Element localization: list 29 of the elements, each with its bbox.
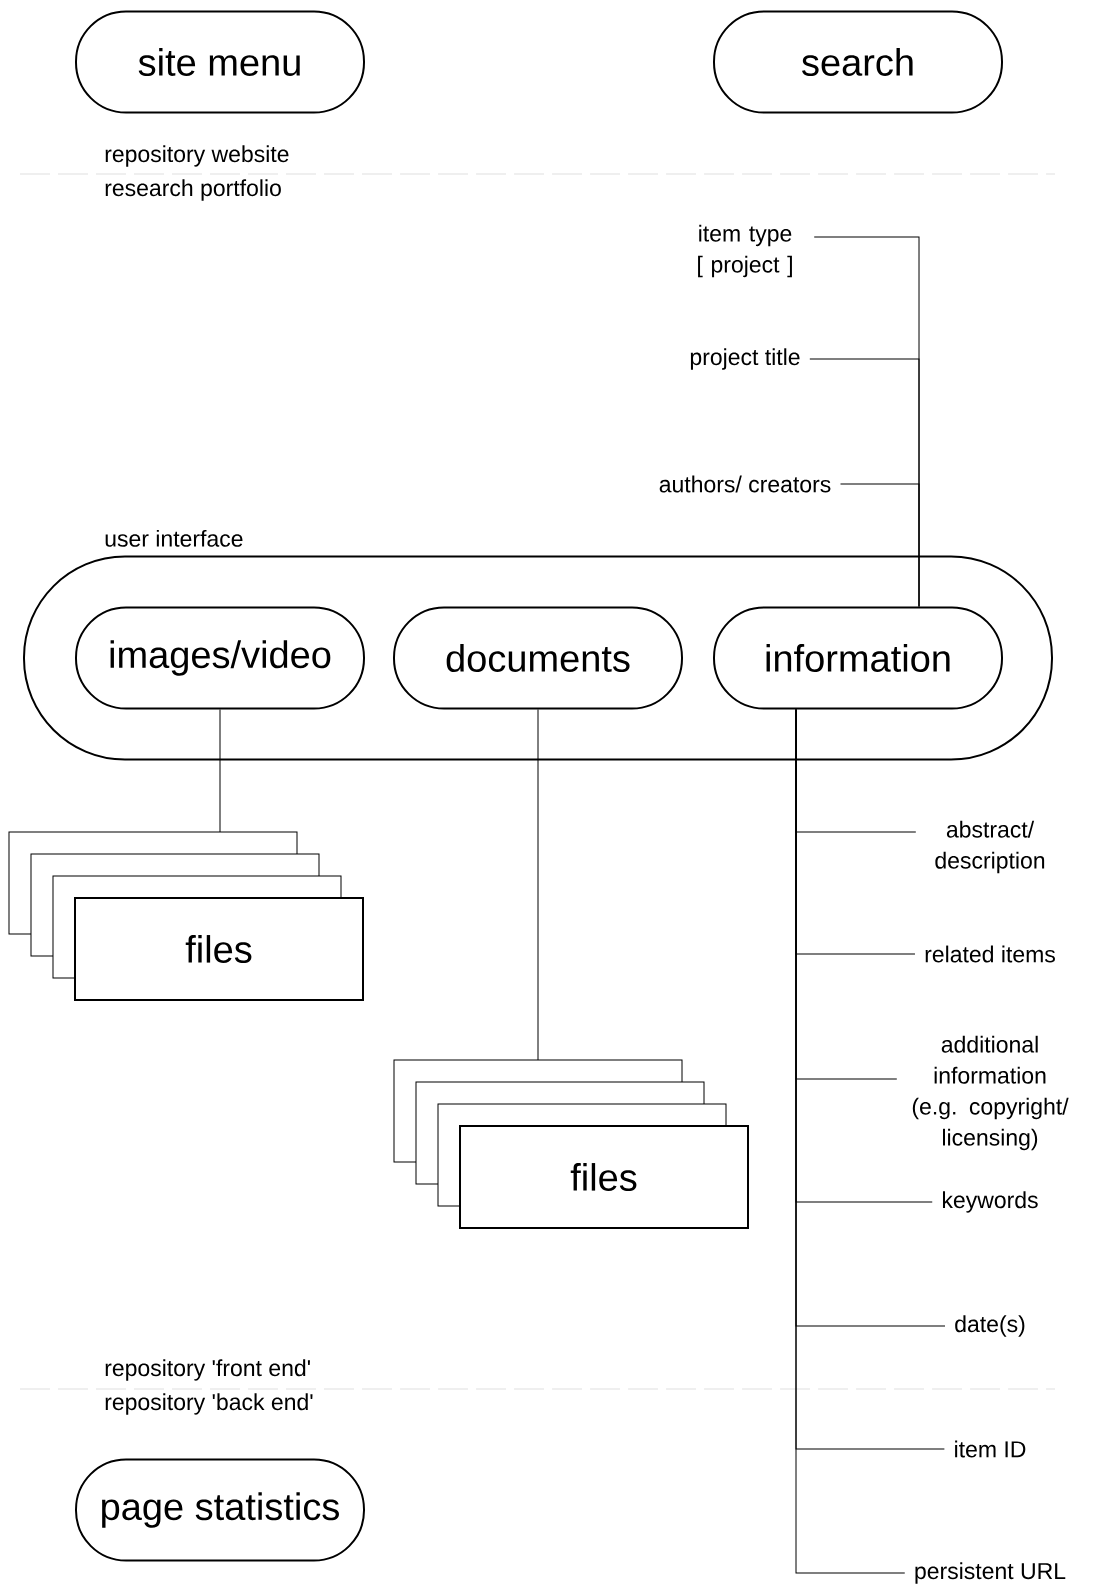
field-label: abstract/ description [935, 820, 1045, 874]
field-label: additional information (e.g. copyright/ licensing) [912, 1035, 1069, 1151]
field-label: keywords [943, 1191, 1038, 1213]
field-label: authors/ creators [659, 475, 831, 493]
node-label: files [185, 935, 252, 963]
field-label: related items [925, 945, 1055, 963]
field-label: item ID [955, 1440, 1026, 1458]
rounded-box: search [713, 10, 1003, 114]
node-label: files [570, 1163, 637, 1191]
rounded-box: page statistics [75, 1458, 365, 1562]
rounded-box: information [713, 606, 1003, 710]
field-label: persistent URL [915, 1562, 1066, 1584]
rounded-box: documents [393, 606, 683, 710]
field-label: project title [690, 348, 800, 370]
note-text: repository 'front end' [105, 1359, 310, 1381]
node-label: user interface [105, 529, 243, 547]
file-stack: files [393, 1059, 749, 1229]
field-label: item type [ project ] [698, 224, 792, 278]
note-text: research portfolio [105, 179, 281, 201]
connector-line [795, 709, 906, 1574]
note-text: repository 'back end' [105, 1393, 313, 1415]
field-label: date(s) [955, 1315, 1025, 1337]
rounded-box: site menu [75, 10, 365, 114]
note-text: repository website [105, 145, 289, 167]
rounded-box: images/video [75, 606, 365, 710]
connector-line [537, 709, 539, 1061]
file-stack: files [8, 831, 364, 1001]
connector-line [840, 483, 920, 607]
connector-line [219, 709, 221, 833]
